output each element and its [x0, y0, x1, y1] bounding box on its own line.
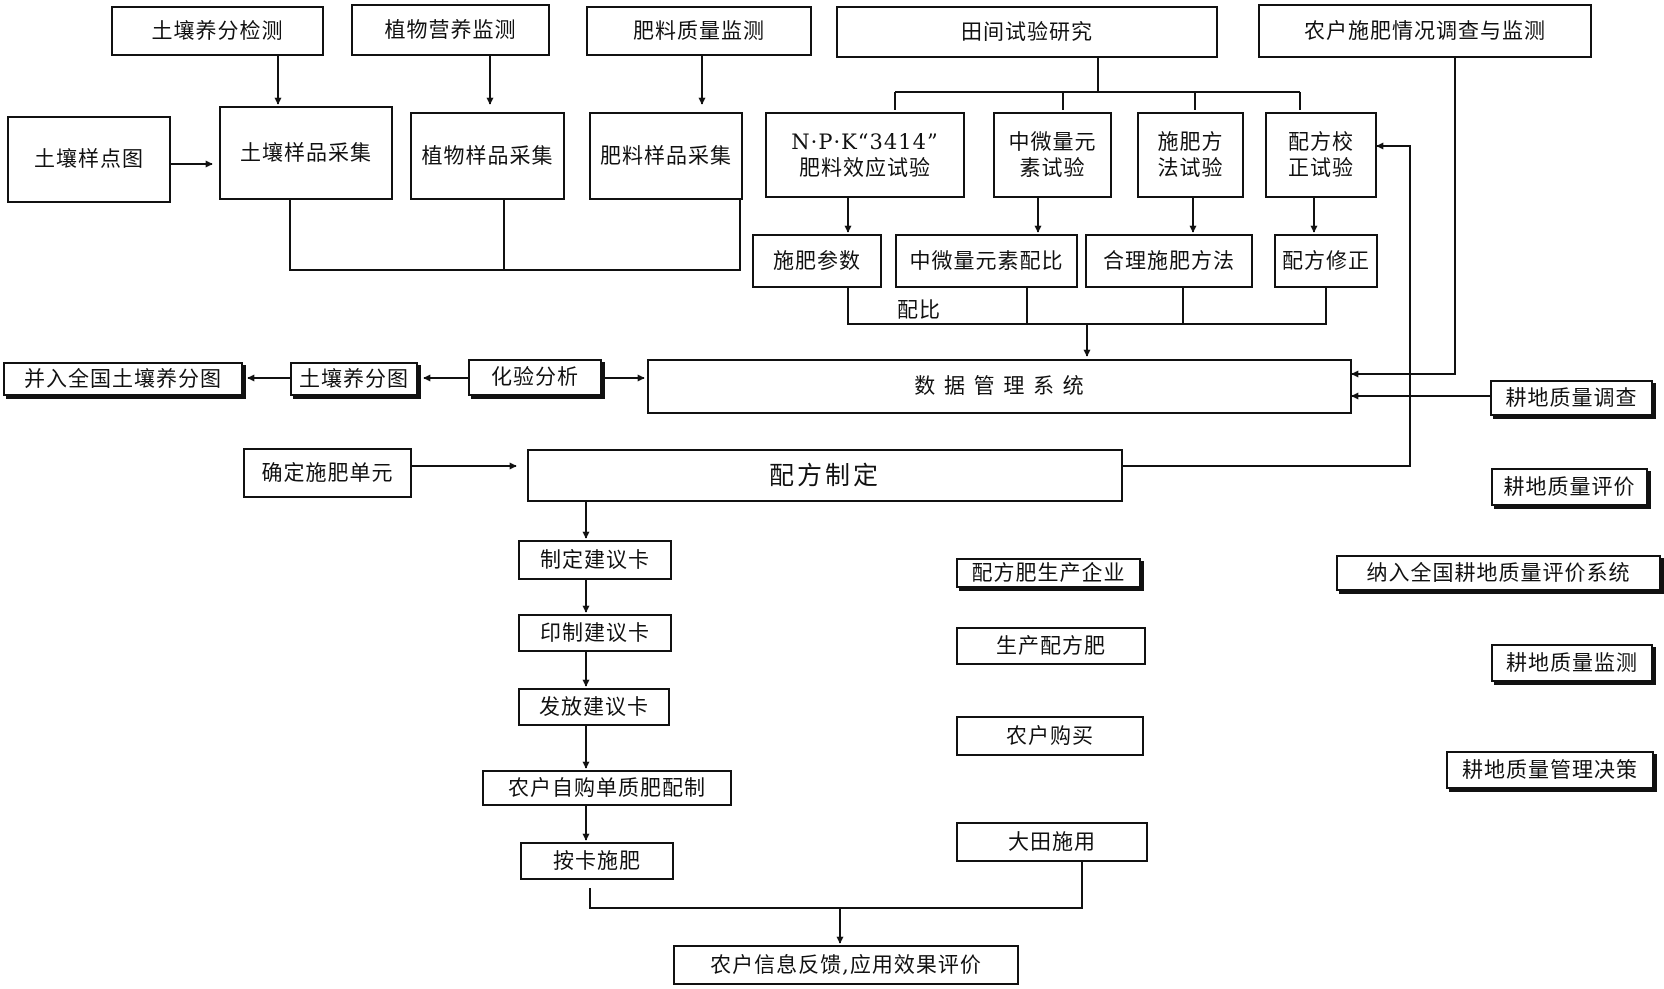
node-npk-3414-trial: N·P·K“3414” 肥料效应试验	[765, 112, 965, 198]
node-land-quality-management-decision: 耕地质量管理决策	[1446, 751, 1654, 789]
node-fertilizer-sampling: 肥料样品采集	[589, 112, 743, 200]
node-rational-fertilization-method: 合理施肥方法	[1085, 234, 1253, 288]
node-formula-revision: 配方修正	[1274, 234, 1378, 288]
node-micro-element-trial: 中微量元 素试验	[993, 112, 1112, 198]
node-national-soil-nutrient-map: 并入全国土壤养分图	[3, 362, 243, 396]
node-apply-by-card: 按卡施肥	[520, 842, 674, 880]
node-cultivated-land-survey: 耕地质量调查	[1490, 380, 1653, 416]
node-land-quality-monitoring: 耕地质量监测	[1491, 644, 1653, 682]
node-land-quality-evaluation: 耕地质量评价	[1491, 468, 1648, 506]
feedback-bracket	[589, 862, 1083, 909]
sampling-bracket	[289, 200, 741, 271]
node-farmer-purchase: 农户购买	[956, 716, 1144, 756]
node-national-land-quality-evaluation-system: 纳入全国耕地质量评价系统	[1336, 555, 1661, 591]
node-farmer-fertilization-survey: 农户施肥情况调查与监测	[1258, 4, 1592, 58]
node-micro-element-ratio: 中微量元素配比	[895, 234, 1078, 288]
node-soil-nutrient-test: 土壤养分检测	[111, 6, 324, 56]
node-soil-nutrient-map: 土壤养分图	[290, 362, 418, 396]
arrow-formula-to-check	[1123, 142, 1411, 467]
node-field-application: 大田施用	[956, 822, 1148, 862]
node-fertilization-unit: 确定施肥单元	[243, 448, 412, 498]
node-soil-sample-point-map: 土壤样点图	[7, 116, 171, 203]
node-lab-analysis: 化验分析	[468, 359, 602, 396]
ratio-note-label: 配比	[897, 298, 941, 322]
node-produce-formula-fertilizer: 生产配方肥	[956, 627, 1146, 665]
node-plant-sampling: 植物样品采集	[410, 112, 565, 200]
node-farmer-self-purchase: 农户自购单质肥配制	[482, 770, 732, 806]
node-fertilizer-quality-monitoring: 肥料质量监测	[586, 6, 812, 56]
node-field-trial-research: 田间试验研究	[836, 6, 1218, 58]
node-fertilization-method-trial: 施肥方 法试验	[1137, 112, 1244, 198]
node-print-advice-card: 印制建议卡	[518, 614, 672, 652]
node-formula-correction-trial: 配方校 正试验	[1265, 112, 1377, 198]
node-formula-formulation: 配方制定	[527, 449, 1123, 502]
node-fertilization-parameters: 施肥参数	[752, 234, 882, 288]
node-make-advice-card: 制定建议卡	[518, 540, 672, 580]
node-plant-nutrition-monitoring: 植物营养监测	[351, 4, 550, 56]
arrow-survey-to-data	[1351, 58, 1456, 378]
node-data-management-system: 数 据 管 理 系 统	[647, 359, 1352, 414]
node-formula-fertilizer-enterprise: 配方肥生产企业	[956, 558, 1141, 588]
node-farmer-feedback-evaluation: 农户信息反馈,应用效果评价	[673, 945, 1019, 985]
node-soil-sampling: 土壤样品采集	[219, 106, 393, 200]
node-issue-advice-card: 发放建议卡	[518, 688, 670, 726]
